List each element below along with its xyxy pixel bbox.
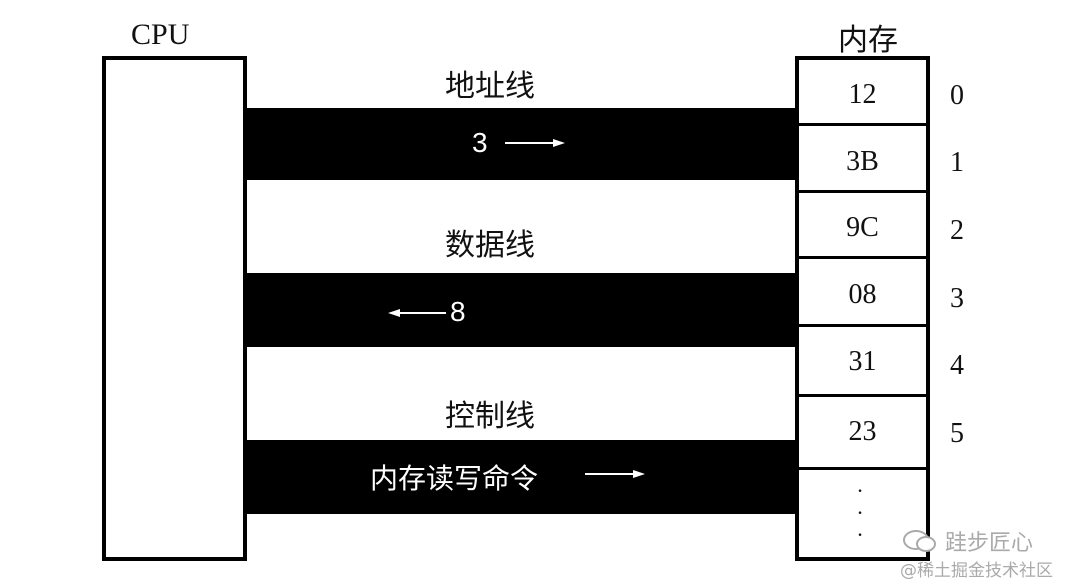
memory-address: 2 (950, 215, 964, 246)
control-bus (247, 440, 795, 514)
memory-cell: 3B (799, 126, 926, 193)
memory-cell: 08 (799, 259, 926, 327)
memory-cell: 12 (799, 60, 926, 126)
cpu-box (102, 56, 247, 561)
memory-title: 内存 (838, 23, 898, 58)
data-bus-value: 8 (450, 296, 466, 327)
memory-cell-value: 08 (848, 279, 877, 310)
watermark-title: 跬步匠心 (945, 531, 1034, 556)
memory-cell: 31 (799, 327, 926, 397)
control-bus-label: 控制线 (445, 399, 535, 434)
memory-address: 5 (950, 418, 964, 449)
memory-address: 1 (950, 147, 964, 178)
memory-cell-value: 23 (848, 416, 877, 447)
left-arrow-icon (388, 309, 446, 317)
memory-cell: 23 (799, 397, 926, 470)
address-bus-label: 地址线 (445, 69, 535, 104)
address-bus-value: 3 (472, 127, 488, 158)
memory-cell-value: 3B (846, 146, 879, 177)
control-bus-text: 内存读写命令 (370, 462, 539, 495)
data-bus-label: 数据线 (445, 228, 535, 263)
memory-address: 3 (950, 283, 964, 314)
right-arrow-icon (505, 139, 565, 147)
chat-bubble-icon (903, 530, 936, 552)
memory-cell-value: 12 (848, 79, 877, 110)
memory-cell-value: 31 (848, 346, 877, 377)
right-arrow-icon (585, 470, 645, 478)
cpu-title: CPU (131, 18, 190, 51)
memory-cell-value: 9C (846, 212, 879, 243)
memory-address: 4 (950, 350, 964, 381)
memory-ellipsis: ··· (856, 478, 864, 547)
memory-cell: 9C (799, 193, 926, 259)
memory-address: 0 (950, 80, 964, 111)
data-bus (247, 273, 795, 347)
watermark-source: @稀土掘金技术社区 (900, 561, 1053, 581)
memory-column: 12 3B 9C 08 31 23 (795, 56, 930, 561)
